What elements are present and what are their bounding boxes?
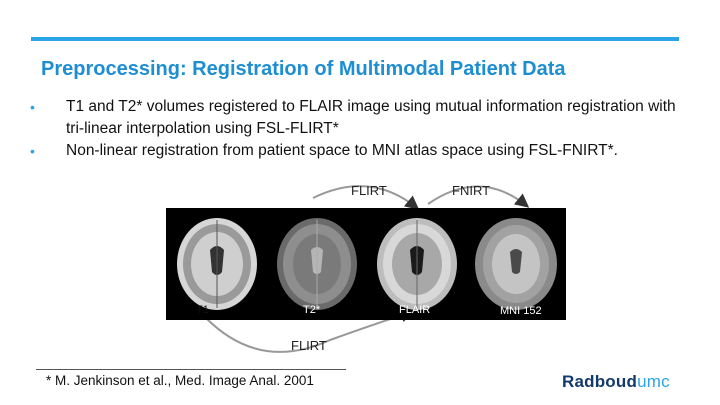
image-label-t1: T1 [196, 304, 209, 316]
title-rule [31, 37, 679, 41]
bullet-text: T1 and T2* volumes registered to FLAIR i… [66, 98, 676, 137]
flirt-top-arrow [312, 185, 420, 210]
mri-figure: T1 T2* FLAIR MNI 152 [166, 208, 566, 320]
arrow-label-flirt-bottom: FLIRT [291, 338, 327, 353]
image-label-mni152: MNI 152 [500, 305, 542, 317]
radboudumc-logo: Radboudumc [562, 372, 670, 392]
arrow-label-fnirt: FNIRT [452, 183, 491, 198]
footnote-rule [36, 369, 346, 370]
bullet-item: • T1 and T2* volumes registered to FLAIR… [30, 96, 690, 140]
fnirt-arrow [427, 185, 530, 208]
slide-title: Preprocessing: Registration of Multimoda… [41, 58, 566, 80]
t1-brain-image [170, 212, 264, 312]
image-label-t2star: T2* [303, 304, 321, 316]
bullet-text: Non-linear registration from patient spa… [66, 142, 618, 159]
bullet-item: • Non-linear registration from patient s… [30, 140, 690, 162]
arrow-label-flirt-top: FLIRT [351, 183, 387, 198]
t2star-brain-image [270, 212, 364, 312]
image-label-flair: FLAIR [399, 304, 431, 316]
mni152-brain-image [468, 212, 564, 312]
logo-text-umc: umc [637, 372, 670, 391]
footnote: * M. Jenkinson et al., Med. Image Anal. … [46, 373, 314, 388]
flair-brain-image [370, 212, 464, 312]
logo-text-radboud: Radboud [562, 372, 638, 391]
bullet-dot: • [30, 143, 35, 159]
flirt-bottom-arrow [205, 308, 415, 353]
bullet-list: • T1 and T2* volumes registered to FLAIR… [30, 96, 690, 162]
bullet-dot: • [30, 99, 35, 115]
